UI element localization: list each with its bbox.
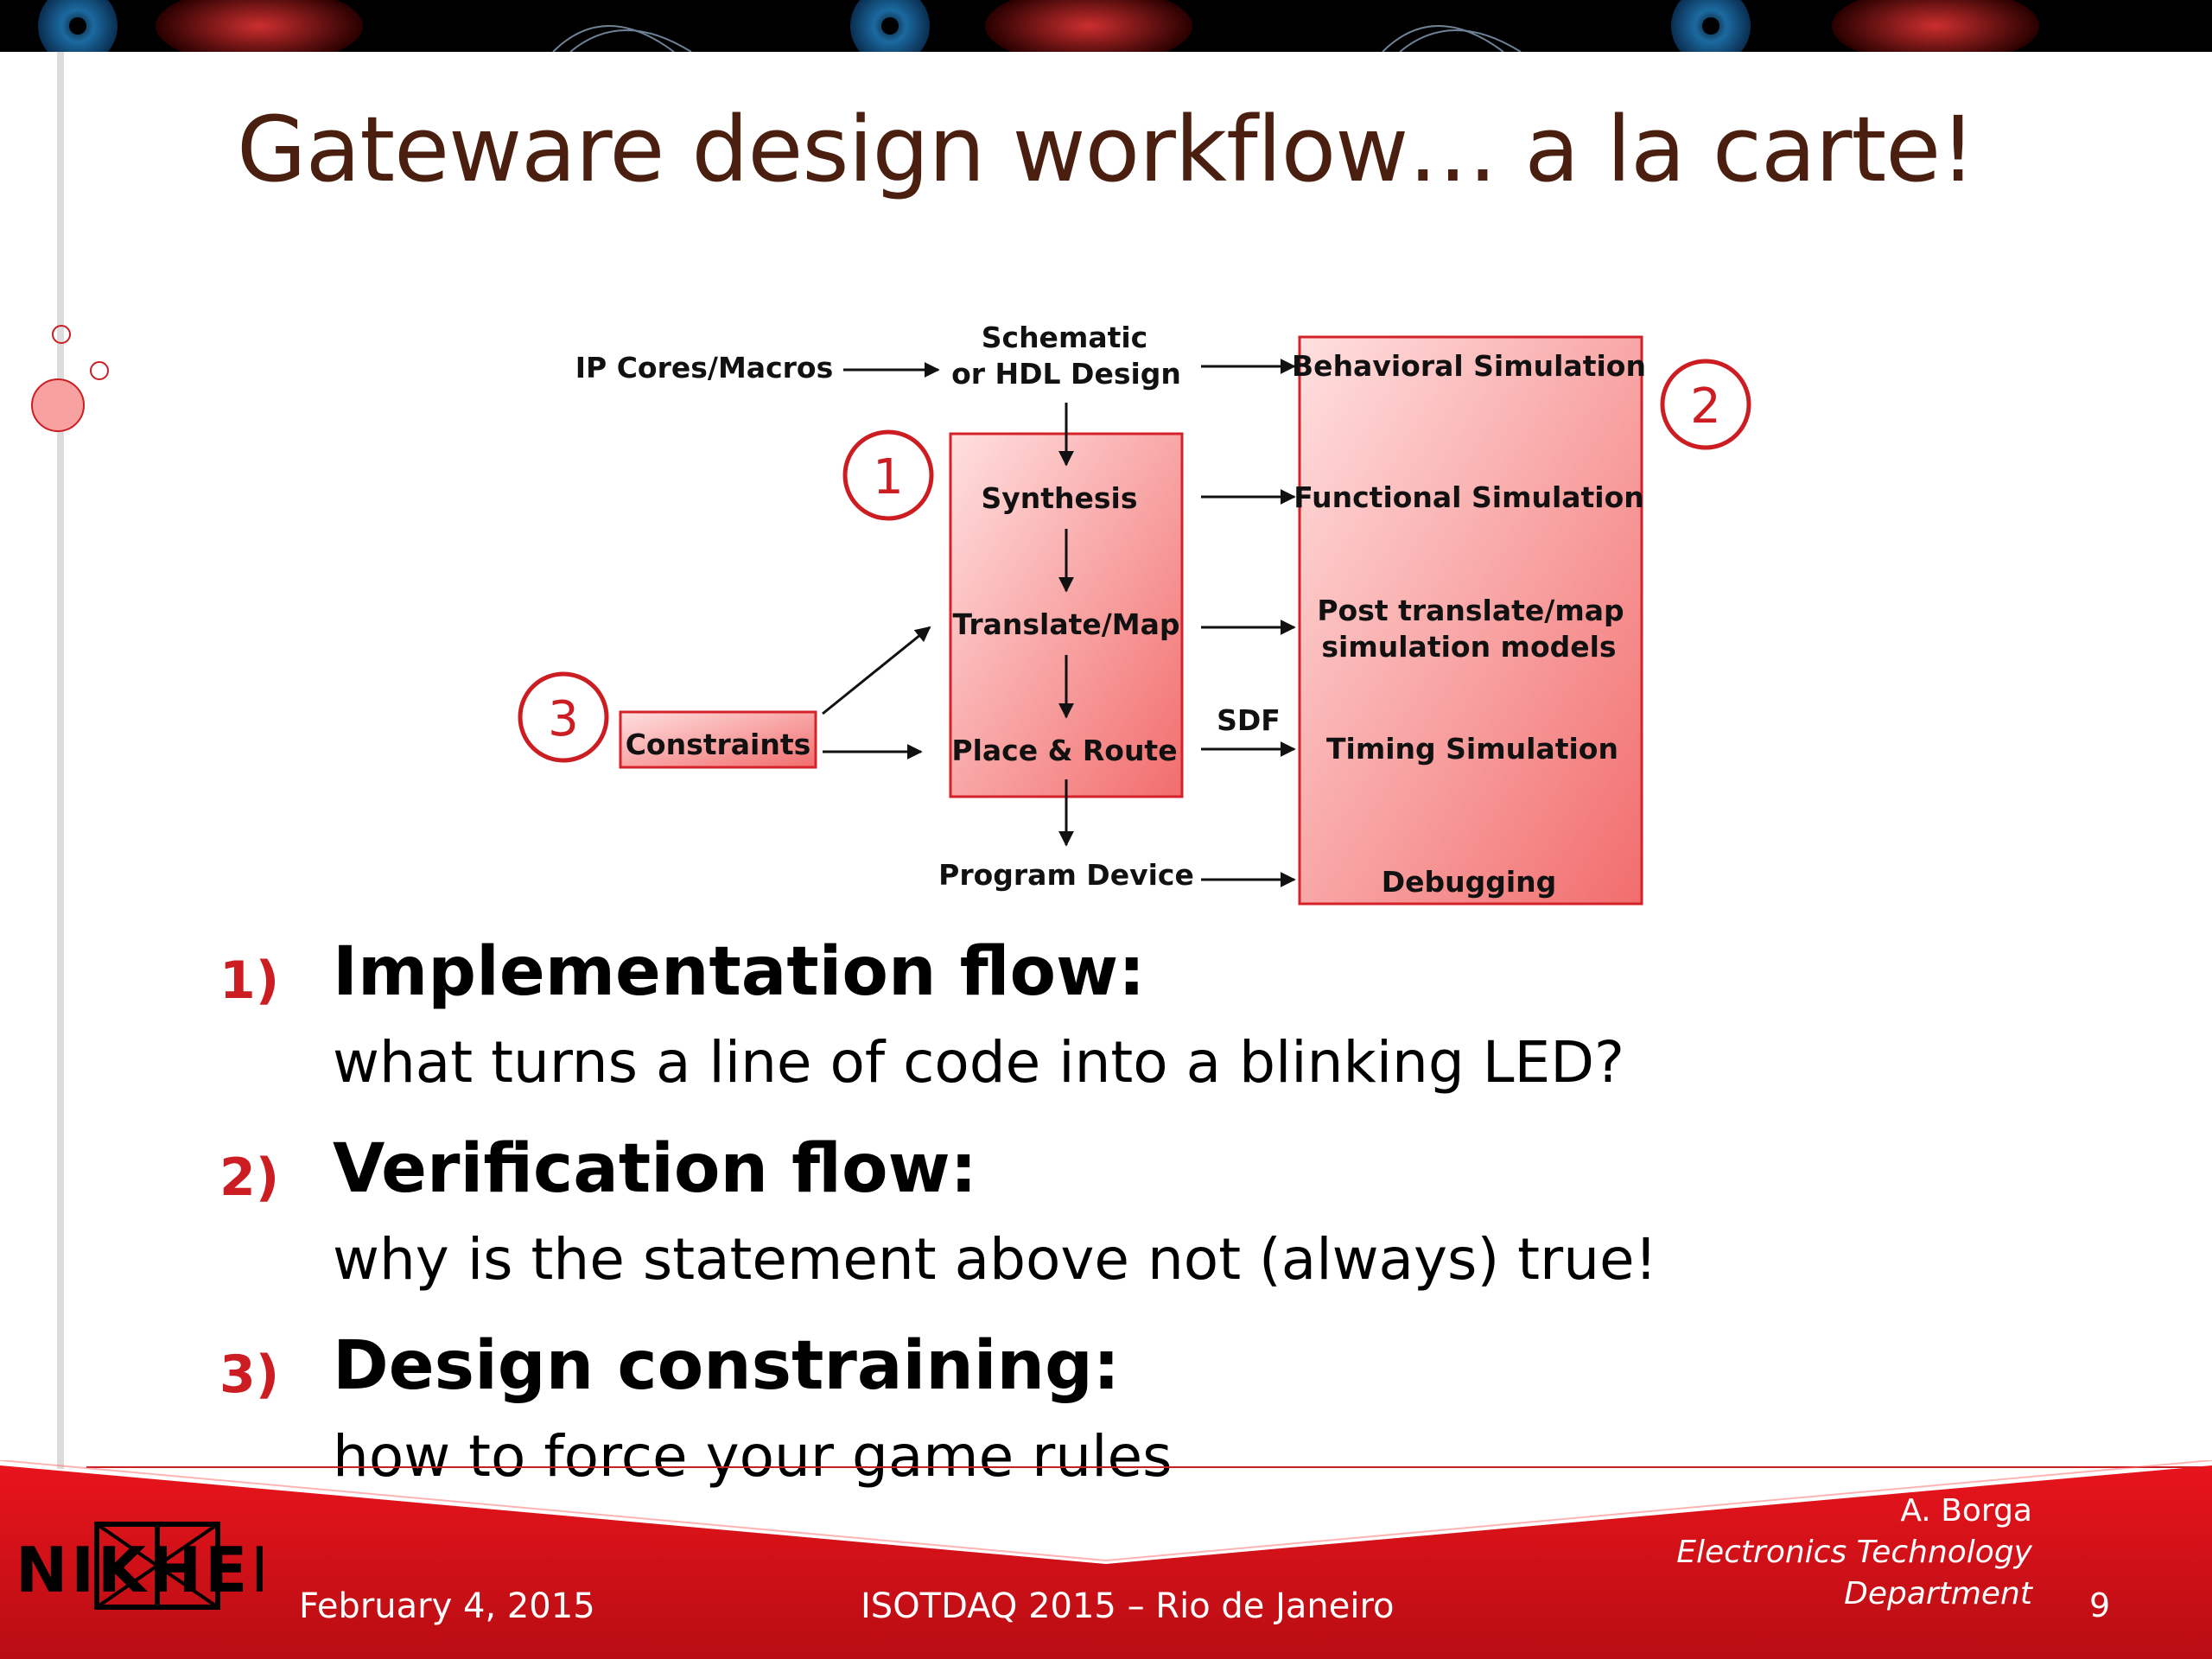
item-marker: 3) bbox=[219, 1344, 280, 1405]
decor-bubble-large bbox=[31, 378, 85, 432]
list-item: 3) Design constraining: how to force you… bbox=[207, 1319, 1849, 1500]
label-post-translate-2: simulation models bbox=[1321, 630, 1616, 664]
marker-circle-3 bbox=[518, 671, 609, 763]
label-functional-sim: Functional Simulation bbox=[1294, 480, 1644, 514]
author-name: A. Borga bbox=[1900, 1493, 2032, 1529]
label-ip-cores: IP Cores/Macros bbox=[575, 351, 833, 385]
verification-box bbox=[1298, 335, 1643, 906]
slide-title: Gateware design workflow… a la carte! bbox=[237, 97, 1976, 202]
footer-event: ISOTDAQ 2015 – Rio de Janeiro bbox=[861, 1586, 1395, 1626]
decor-bubble bbox=[90, 361, 109, 380]
list-item: 2) Verification flow: why is the stateme… bbox=[207, 1122, 1849, 1303]
left-vertical-line bbox=[57, 52, 64, 1469]
label-sdf: SDF bbox=[1217, 703, 1281, 737]
label-timing-sim: Timing Simulation bbox=[1326, 732, 1618, 766]
label-synthesis: Synthesis bbox=[981, 481, 1137, 515]
item-text: how to force your game rules bbox=[333, 1423, 1173, 1490]
item-heading: Implementation flow: bbox=[333, 933, 1146, 1011]
footer-date: February 4, 2015 bbox=[299, 1586, 595, 1626]
marker-number-2: 2 bbox=[1690, 378, 1721, 435]
label-schematic-1: Schematic bbox=[982, 321, 1148, 354]
author-dept-2: Department bbox=[1844, 1576, 2032, 1611]
item-marker: 2) bbox=[219, 1147, 280, 1208]
item-marker: 1) bbox=[219, 950, 280, 1011]
label-constraints: Constraints bbox=[626, 728, 811, 761]
footer-author: A. Borga Electronics Technology Departme… bbox=[1676, 1491, 2032, 1615]
bullet-list: 1) Implementation flow: what turns a lin… bbox=[207, 925, 1849, 1516]
label-post-translate-1: Post translate/map bbox=[1317, 594, 1624, 627]
label-debugging: Debugging bbox=[1382, 865, 1557, 899]
constraints-box bbox=[619, 710, 817, 769]
footer-band bbox=[0, 1460, 2212, 1659]
item-text: what turns a line of code into a blinkin… bbox=[333, 1029, 1625, 1096]
label-program-device: Program Device bbox=[938, 858, 1194, 892]
decor-bubble bbox=[52, 325, 71, 344]
label-behavioral-sim: Behavioral Simulation bbox=[1292, 349, 1646, 383]
header-banner bbox=[0, 0, 2212, 52]
label-place-route: Place & Route bbox=[951, 734, 1177, 767]
page-number: 9 bbox=[2089, 1586, 2111, 1624]
label-translate-map: Translate/Map bbox=[952, 607, 1179, 641]
banner-decoration bbox=[38, 0, 2039, 52]
label-schematic-2: or HDL Design bbox=[951, 357, 1181, 391]
marker-number-3: 3 bbox=[548, 691, 579, 747]
marker-circle-1 bbox=[842, 429, 934, 521]
item-heading: Design constraining: bbox=[333, 1327, 1121, 1405]
arrow-constraints-to-translate bbox=[822, 626, 931, 715]
marker-circle-2 bbox=[1660, 359, 1751, 450]
workflow-diagram: IP Cores/Macros Schematic or HDL Design … bbox=[518, 321, 1751, 906]
list-item: 1) Implementation flow: what turns a lin… bbox=[207, 925, 1849, 1106]
item-text: why is the statement above not (always) … bbox=[333, 1226, 1658, 1293]
marker-number-1: 1 bbox=[873, 449, 904, 505]
item-heading: Verification flow: bbox=[333, 1130, 977, 1208]
author-dept-1: Electronics Technology bbox=[1676, 1535, 2032, 1570]
